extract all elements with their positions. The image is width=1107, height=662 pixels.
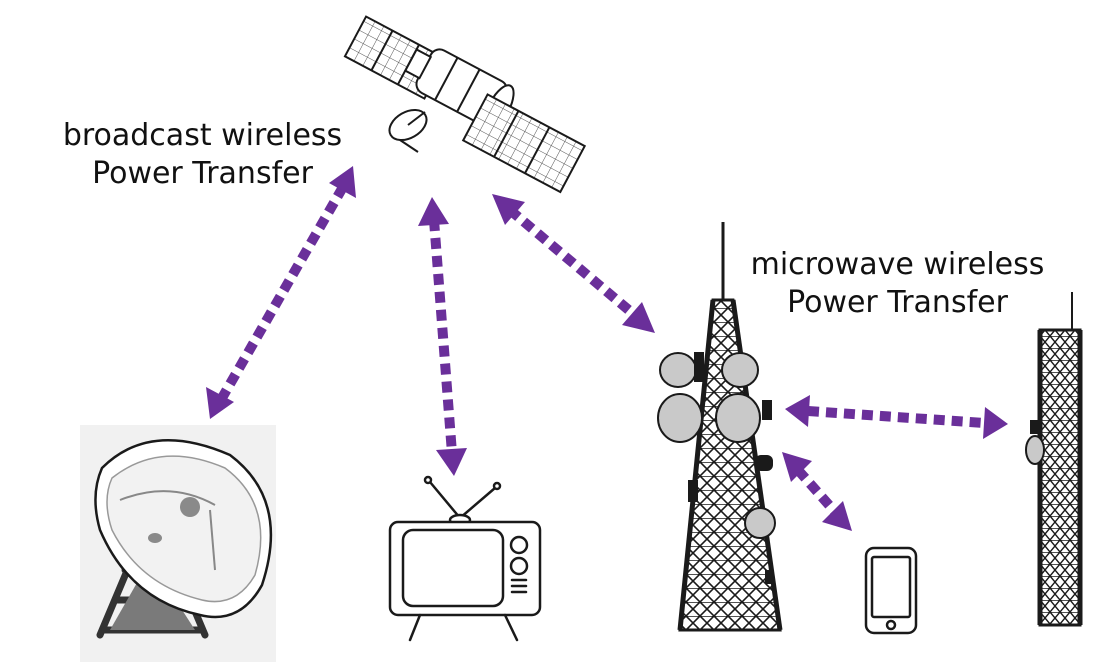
television-icon (388, 475, 542, 642)
arrow-tower-relay (785, 395, 1008, 439)
arrow-satellite-dish (206, 166, 356, 419)
satellite-icon (343, 15, 587, 194)
microwave-label-line1: microwave wireless (750, 247, 1045, 282)
cell-tower-icon (657, 222, 783, 632)
microwave-label: microwave wireless Power Transfer (740, 246, 1055, 322)
broadcast-label-line1: broadcast wireless (62, 118, 343, 153)
arrow-satellite-tv (418, 197, 467, 476)
microwave-label-line2: Power Transfer (787, 285, 1008, 320)
dish-antenna-icon (80, 425, 276, 662)
arrow-tower-phone (782, 452, 852, 531)
arrow-satellite-tower (492, 194, 655, 333)
smartphone-icon (864, 546, 918, 635)
broadcast-label: broadcast wireless Power Transfer (50, 117, 355, 193)
arrows (206, 166, 1008, 531)
relay-tower-icon (1025, 292, 1083, 627)
broadcast-label-line2: Power Transfer (92, 156, 313, 191)
